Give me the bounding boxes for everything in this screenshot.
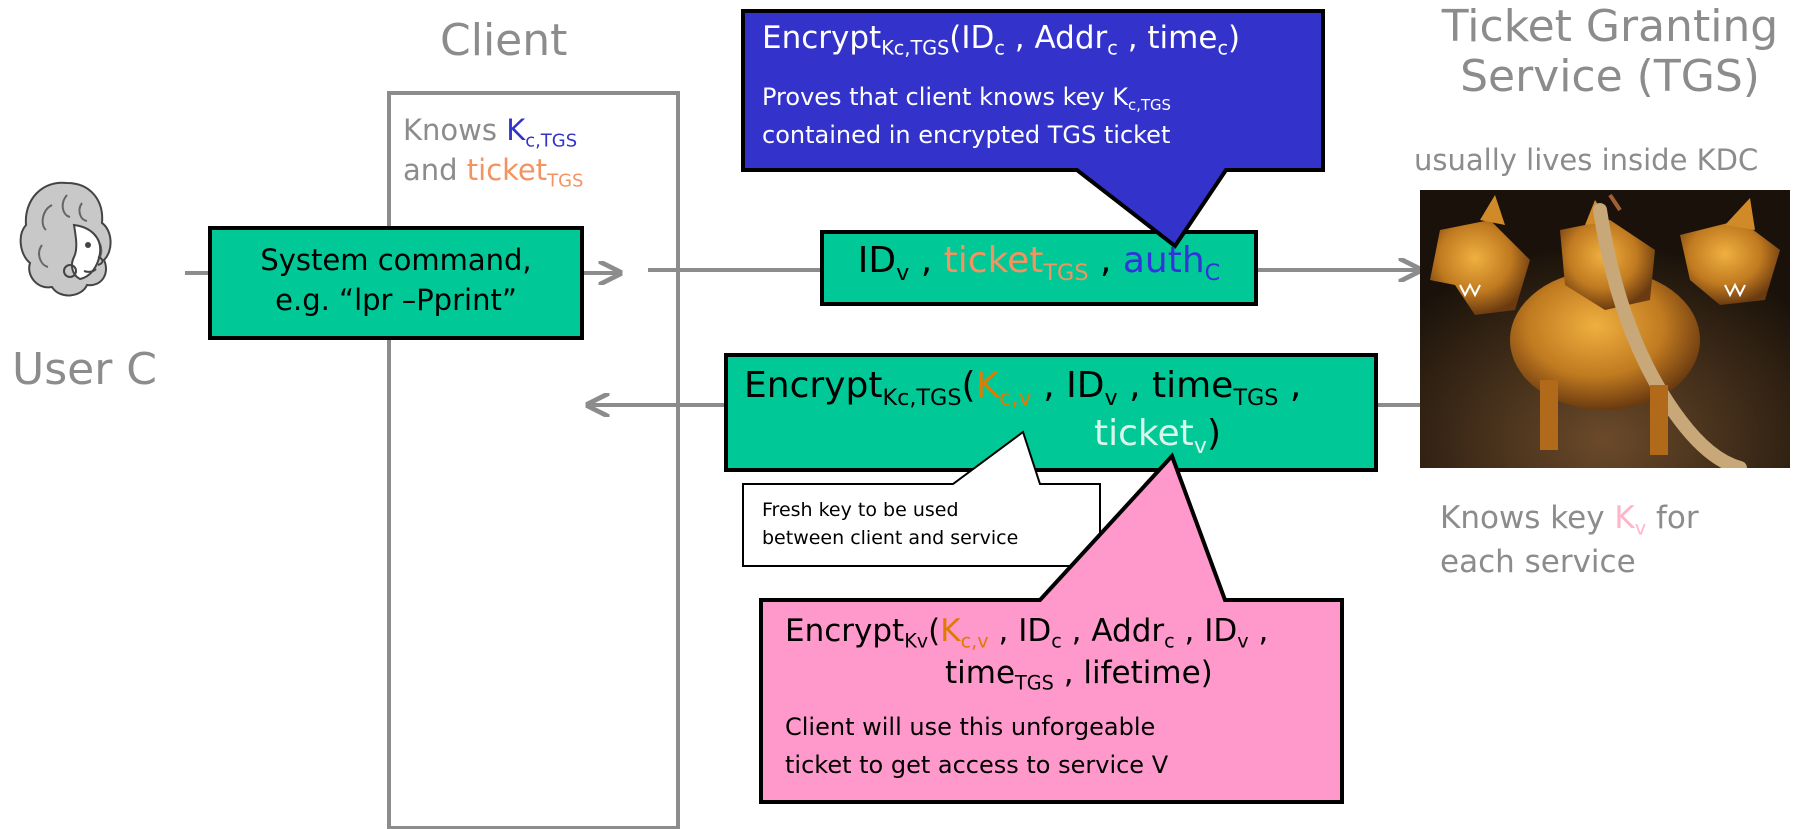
tgs-subtitle: usually lives inside KDC (1414, 143, 1759, 177)
authenticator-formula: EncryptKc,TGS(IDc , Addrc , timec) (762, 20, 1241, 60)
authenticator-description: Proves that client knows key Kc,TGS cont… (762, 78, 1171, 154)
authenticator-desc-line1: Proves that client knows key Kc,TGS (762, 83, 1171, 115)
client-knows: Knows Kc,TGS and ticketTGS (403, 110, 583, 190)
reply-line2: ticketv) (1094, 413, 1222, 459)
authenticator-callout-shape (741, 9, 1325, 249)
tgs-knows-line1: Knows key Kv for (1440, 500, 1699, 540)
client-key: Kc,TGS (506, 113, 578, 152)
tgs-title-line2: Service (TGS) (1460, 51, 1760, 102)
reply-session-key: Kc,v (975, 365, 1032, 411)
client-title: Client (440, 15, 568, 66)
tgs-title: Ticket Granting Service (TGS) (1420, 2, 1800, 102)
request-text: IDv , ticketTGS , authC (857, 240, 1221, 286)
reply-formula: EncryptKc,TGS(Kc,v , IDv , timeTGS , tic… (744, 362, 1301, 458)
tgs-knows-line2: each service (1440, 544, 1636, 580)
authenticator-desc-line2: contained in encrypted TGS ticket (762, 121, 1171, 149)
client-knows-line2: and ticketTGS (403, 153, 584, 192)
service-ticket-line2: timeTGS , lifetime) (945, 655, 1213, 695)
system-command-line1: System command, (260, 243, 532, 277)
client-ticket: ticketTGS (466, 153, 584, 192)
service-ticket-desc-line2: ticket to get access to service V (785, 751, 1169, 779)
client-knows-line1: Knows Kc,TGS (403, 113, 578, 152)
reply-ticket: ticketv (1094, 413, 1207, 459)
tgs-knows: Knows key Kv for each service (1440, 496, 1699, 584)
service-ticket-description: Client will use this unforgeable ticket … (785, 708, 1168, 784)
user-label: User C (12, 344, 157, 395)
fresh-key-text: Fresh key to be used between client and … (762, 496, 1018, 552)
tgs-title-line1: Ticket Granting (1441, 1, 1779, 52)
service-ticket-line1: EncryptKv(Kc,v , IDc , Addrc , IDv , (785, 613, 1269, 653)
fresh-key-line1: Fresh key to be used (762, 499, 959, 521)
fresh-key-callout-shape (742, 430, 1101, 567)
reply-line1: EncryptKc,TGS(Kc,v , IDv , timeTGS , (744, 365, 1302, 411)
request-auth: authC (1122, 240, 1221, 286)
service-ticket-key: Kc,v (940, 613, 989, 653)
system-command-line2: e.g. “lpr –Pprint” (275, 283, 517, 317)
client-frame (387, 91, 680, 829)
service-ticket-desc-line1: Client will use this unforgeable (785, 713, 1156, 741)
reply-box (724, 353, 1378, 472)
request-ticket: ticketTGS (943, 240, 1089, 286)
request-id: IDv (857, 240, 910, 286)
system-command-box (208, 226, 584, 340)
cerberus-image (1420, 190, 1790, 468)
service-ticket-callout-shape (759, 452, 1344, 804)
user-portrait-icon (19, 181, 112, 297)
fresh-key-line2: between client and service (762, 527, 1019, 549)
service-ticket-formula: EncryptKv(Kc,v , IDc , Addrc , IDv , tim… (785, 610, 1268, 694)
system-command-text: System command, e.g. “lpr –Pprint” (210, 240, 582, 320)
request-box (820, 230, 1258, 306)
tgs-service-key: Kv (1614, 500, 1647, 540)
